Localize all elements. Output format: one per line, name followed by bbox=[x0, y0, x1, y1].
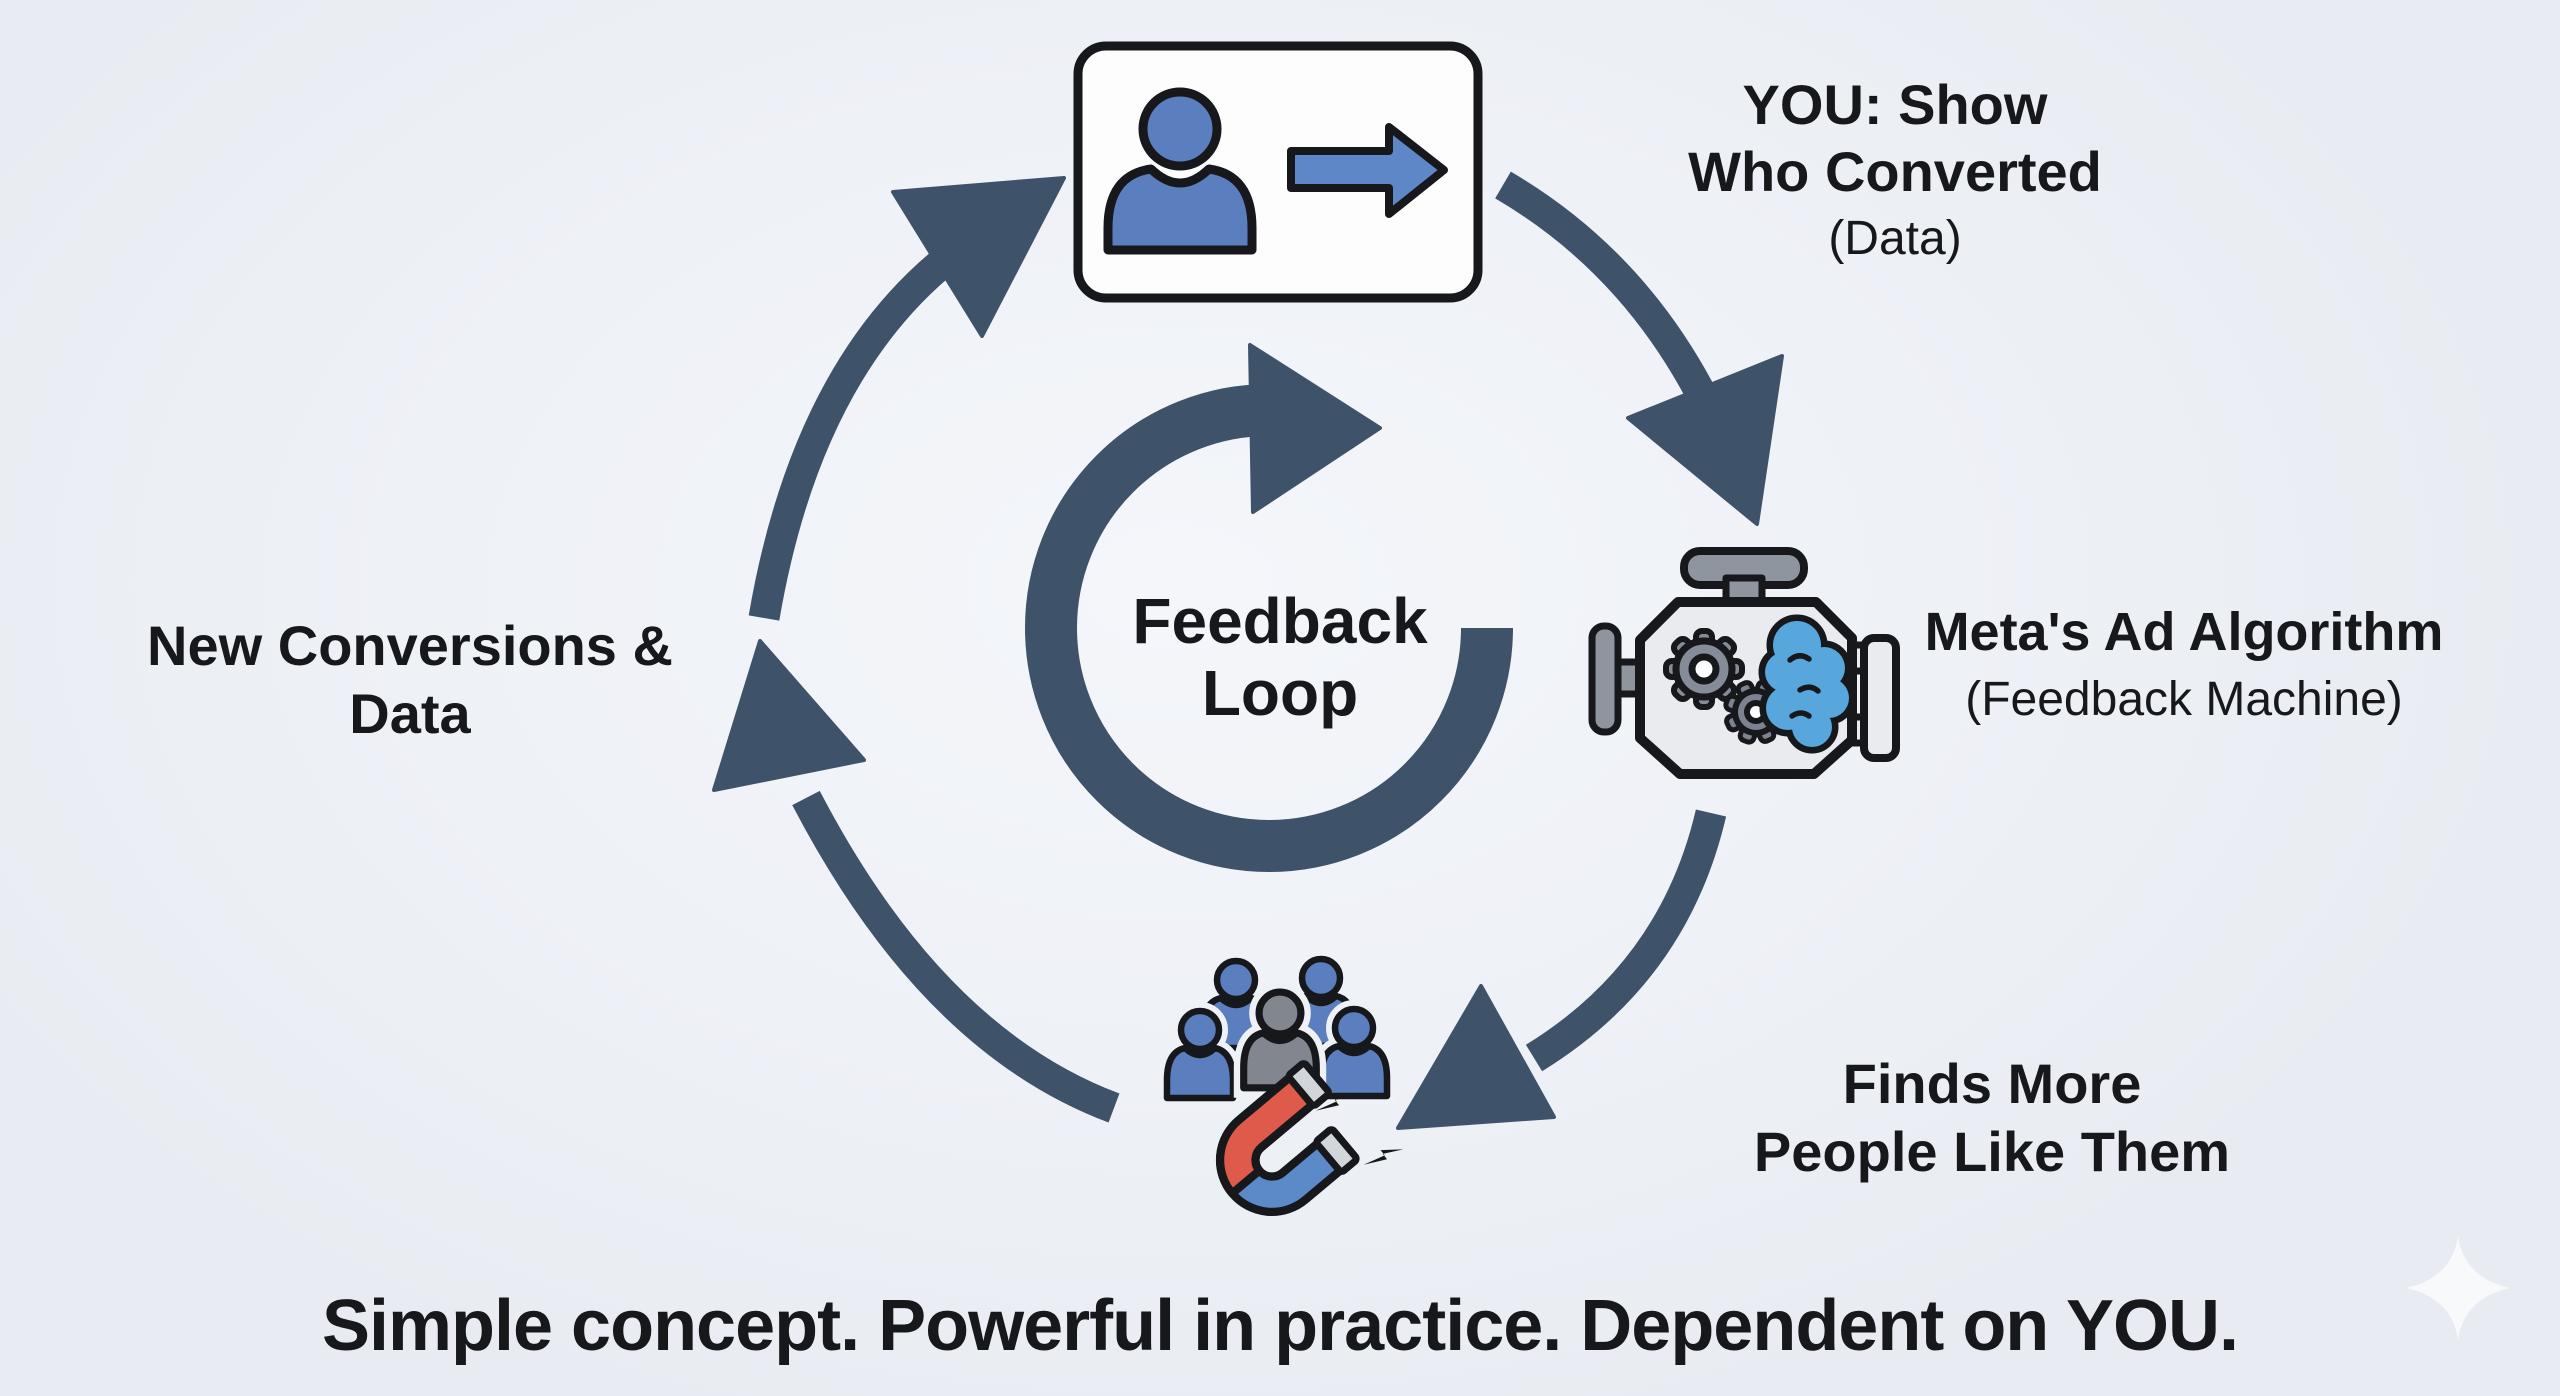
left-label-line2: Data bbox=[349, 682, 471, 745]
arc-arrow-card-to-engine-icon bbox=[1495, 171, 1784, 526]
center-label-line2: Loop bbox=[1201, 657, 1359, 729]
stage-label-meta-ad-algorithm: Meta's Ad Algorithm (Feedback Machine) bbox=[1834, 598, 2534, 734]
left-label-line1: New Conversions & bbox=[147, 614, 673, 677]
feedback-loop-arrow-icon bbox=[1025, 343, 1513, 872]
stage-label-finds-more-people: Finds More People Like Them bbox=[1642, 1050, 2342, 1186]
person-icon bbox=[1103, 87, 1257, 255]
tagline: Simple concept. Powerful in practice. De… bbox=[321, 1286, 2239, 1366]
right-label-line2: (Feedback Machine) bbox=[1965, 673, 2403, 726]
cycle-arrows bbox=[712, 171, 1784, 1130]
arc-arrow-up-to-card-icon bbox=[748, 176, 1066, 621]
right-label-line1: Meta's Ad Algorithm bbox=[1924, 602, 2444, 662]
sparkle-icon bbox=[2406, 1236, 2510, 1340]
engine-right-flange bbox=[1860, 634, 1900, 762]
ad-card-with-person-and-arrow-icon bbox=[1073, 41, 1483, 303]
spark-icon bbox=[1363, 1149, 1404, 1165]
top-label-line2: Who Converted bbox=[1688, 140, 2102, 203]
center-label-line1: Feedback bbox=[1132, 585, 1428, 657]
audience-group-with-magnet-icon bbox=[1167, 959, 1404, 1217]
engine-left-flange bbox=[1588, 622, 1622, 736]
stage-label-you-show-who-converted: YOU: Show Who Converted (Data) bbox=[1545, 71, 2245, 272]
top-label-line1: YOU: Show bbox=[1742, 73, 2048, 136]
gear-icon bbox=[1663, 628, 1745, 710]
people-group-icon bbox=[1167, 959, 1387, 1098]
center-loop-label: Feedback Loop bbox=[1030, 585, 1530, 729]
engine-with-gears-and-brain-icon bbox=[1588, 547, 1900, 779]
stage-label-new-conversions-data: New Conversions & Data bbox=[60, 612, 760, 748]
arc-arrow-engine-to-people-icon bbox=[1396, 809, 1727, 1130]
bottom-right-label-line1: Finds More bbox=[1842, 1052, 2142, 1115]
spark-icon bbox=[1315, 1095, 1356, 1111]
brain-icon bbox=[1758, 614, 1856, 754]
bottom-right-label-line2: People Like Them bbox=[1753, 1120, 2231, 1183]
magnet-icon bbox=[1215, 1060, 1360, 1217]
arrow-right-icon bbox=[1287, 123, 1448, 218]
top-label-line3: (Data) bbox=[1828, 212, 1962, 265]
arc-arrow-people-to-conversions-icon bbox=[712, 639, 1120, 1123]
